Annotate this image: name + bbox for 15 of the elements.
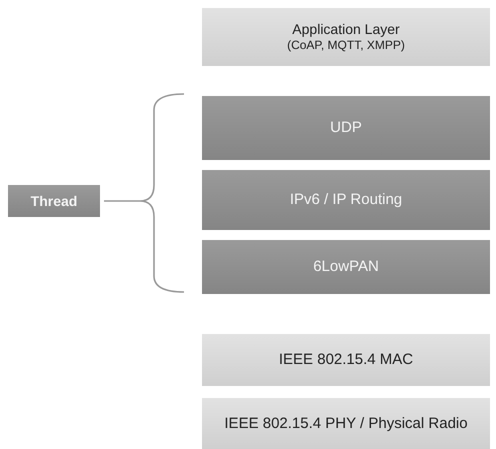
protocol-layer-bar: [8, 185, 100, 217]
layer-title: 6LowPAN: [313, 258, 379, 276]
layer-title: Thread: [30, 192, 78, 210]
protocol-layer-bar: [202, 96, 490, 160]
layer-bar: [202, 398, 490, 449]
layer-title: Application Layer: [292, 20, 400, 38]
layer-title: IEEE 802.15.4 PHY / Physical Radio: [224, 414, 468, 432]
protocol-layer-bar: [202, 170, 490, 230]
layer-title: IPv6 / IP Routing: [290, 191, 402, 209]
protocol-layer-bar: [202, 240, 490, 294]
layer-title: UDP: [330, 119, 362, 137]
layer-subtitle: (CoAP, MQTT, XMPP): [287, 38, 405, 54]
layer-bar: [202, 8, 490, 66]
layer-bar: [202, 334, 490, 386]
layer-title: IEEE 802.15.4 MAC: [278, 351, 414, 369]
